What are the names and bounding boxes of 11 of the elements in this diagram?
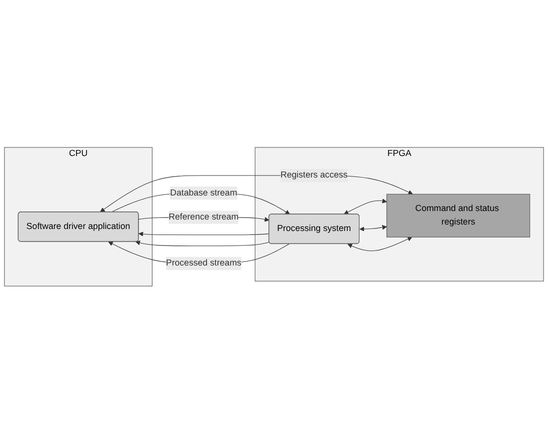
edge-label: Reference stream (168, 212, 239, 222)
arrow (135, 240, 270, 246)
arrow (347, 236, 412, 251)
edge-label: Registers access (280, 170, 348, 180)
edge-label: Database stream (170, 188, 238, 198)
arrow (360, 224, 387, 232)
arrow (100, 174, 413, 212)
edge-label: Processed streams (166, 258, 242, 268)
node-box: Command and status registers (386, 194, 530, 238)
arrow (138, 231, 270, 236)
arrow (344, 198, 387, 214)
